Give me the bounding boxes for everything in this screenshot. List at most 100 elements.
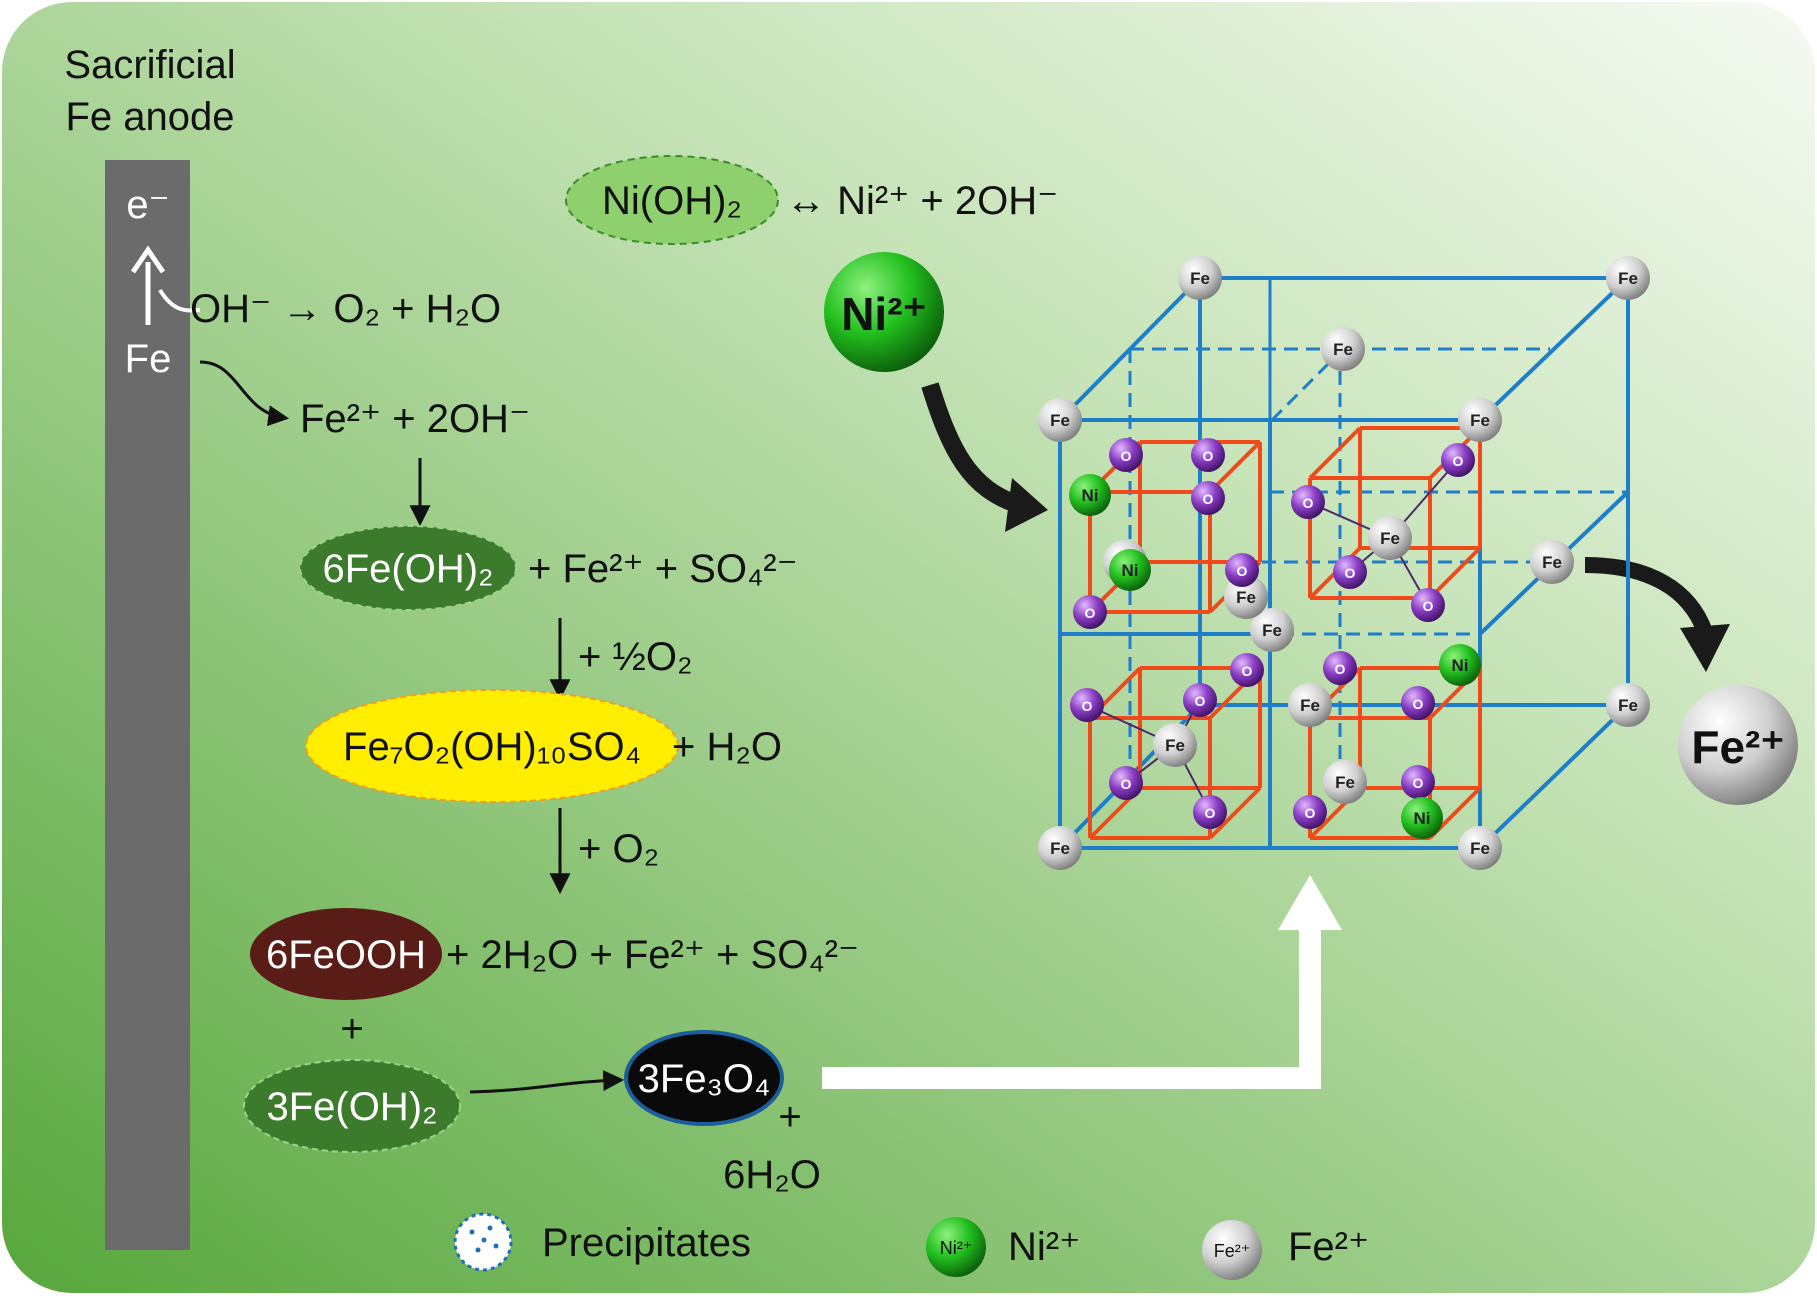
o-atom <box>1293 795 1327 829</box>
anode-fe-label: Fe <box>125 337 172 381</box>
ni-atom-label: Ni <box>1414 809 1431 828</box>
fe-atom-label: Fe <box>1262 621 1282 640</box>
legend-fe-symbol: Fe²⁺ <box>1214 1241 1251 1261</box>
equilibrium-rest: ↔ Ni²⁺ + 2OH⁻ <box>786 179 1058 223</box>
fe-atom-label: Fe <box>1050 411 1070 430</box>
step3-rest: + 2H₂O + Fe²⁺ + SO₄²⁻ <box>446 933 859 977</box>
o-atom <box>1070 688 1104 722</box>
ni-ion-label: Ni²⁺ <box>841 288 927 340</box>
o-atom <box>1183 683 1217 717</box>
fe-atom <box>1250 608 1294 652</box>
o-atom <box>1193 795 1227 829</box>
o-atom <box>1411 588 1445 622</box>
o-atom-label: O <box>1085 605 1096 621</box>
red-subcube-edge <box>1308 426 1362 480</box>
fe-release-arrow <box>1584 557 1730 672</box>
anode-title-line1: Sacrificial <box>64 43 235 87</box>
dissolution-arrow <box>199 360 290 427</box>
legend: Precipitates Ni²⁺ Ni²⁺ Fe²⁺ Fe²⁺ <box>453 1212 1369 1280</box>
o-atom <box>1230 653 1264 687</box>
o-atom-label: O <box>1345 565 1356 581</box>
fe-atom <box>1038 398 1082 442</box>
o-atom-label: O <box>1121 776 1132 792</box>
fe-atom <box>1323 760 1367 804</box>
o-atom-label: O <box>1203 491 1214 507</box>
nioh2-label: Ni(OH)₂ <box>602 179 742 223</box>
product-plus: + <box>778 1095 801 1139</box>
o-atom <box>1323 651 1357 685</box>
electron-label: e⁻ <box>126 183 169 227</box>
legend-fe-icon <box>1202 1220 1262 1280</box>
o-atom-label: O <box>1195 693 1206 709</box>
o-atom-label: O <box>1303 495 1314 511</box>
feoh2-oval <box>299 525 517 611</box>
o-atom <box>1333 555 1367 589</box>
o-atom <box>1401 765 1435 799</box>
step1-rest: + Fe²⁺ + SO₄²⁻ <box>528 547 798 591</box>
fe-anode-bar <box>105 160 190 1250</box>
magnetite-label: 3Fe₃O₄ <box>638 1057 771 1101</box>
fe-atom-label: Fe <box>1333 340 1353 359</box>
o-atom-label: O <box>1121 448 1132 464</box>
ni-atom <box>1109 549 1151 591</box>
lattice-edge <box>1478 276 1630 422</box>
fe-atom-label: Fe <box>1380 529 1400 548</box>
ni-atom-label: Ni <box>1082 486 1099 505</box>
o-atom <box>1401 686 1435 720</box>
feoh2-oval-2 <box>243 1059 461 1153</box>
product-water: 6H₂O <box>723 1153 821 1197</box>
fe-atom <box>1530 540 1574 584</box>
fe-atom-label: Fe <box>1335 773 1355 792</box>
ni-atom-label: Ni <box>1452 656 1469 675</box>
anode-title-line2: Fe anode <box>65 95 234 139</box>
o-atom-label: O <box>1413 775 1424 791</box>
lattice-mid-edge <box>1270 346 1346 422</box>
lattice-edge <box>1478 703 1630 850</box>
o-atom-label: O <box>1423 598 1434 614</box>
o-atom-label: O <box>1203 448 1214 464</box>
arrow-to-magnetite <box>469 1070 625 1094</box>
fe-atom-label: Fe <box>1618 269 1638 288</box>
feooh-label: 6FeOOH <box>266 933 426 977</box>
green-rust-oval <box>305 689 679 803</box>
fe-atom-label: Fe <box>1542 553 1562 572</box>
fe-atom-label: Fe <box>1236 588 1256 607</box>
ni-atom <box>1069 474 1111 516</box>
o-atom-label: O <box>1237 563 1248 579</box>
red-subcube-edge <box>1208 440 1262 494</box>
fe-atom-label: Fe <box>1050 839 1070 858</box>
plus-sign: + <box>340 1007 363 1051</box>
electron-up-arrow <box>130 245 201 325</box>
o-atom-label: O <box>1205 805 1216 821</box>
legend-precipitates: Precipitates <box>542 1221 751 1265</box>
fe-atom-label: Fe <box>1470 839 1490 858</box>
red-subcube-edge <box>1208 786 1262 840</box>
fe-atom <box>1458 398 1502 442</box>
o-atom-label: O <box>1082 698 1093 714</box>
legend-ni-symbol: Ni²⁺ <box>940 1238 973 1258</box>
o-atom-label: O <box>1335 661 1346 677</box>
fe-atom-label: Fe <box>1618 696 1638 715</box>
fe-atom-label: Fe <box>1165 736 1185 755</box>
o-atom <box>1291 485 1325 519</box>
legend-ni-icon <box>926 1217 986 1277</box>
fe-atom <box>1321 327 1365 371</box>
fe-atom <box>1606 683 1650 727</box>
fe-ion-sphere <box>1678 685 1798 805</box>
o-atom-label: O <box>1242 663 1253 679</box>
nioh2-oval <box>565 155 779 245</box>
fe-atom <box>1458 826 1502 870</box>
fe-atom-label: Fe <box>1190 269 1210 288</box>
feoh2-label: 6Fe(OH)₂ <box>322 547 493 591</box>
green-rust-label: Fe₇O₂(OH)₁₀SO₄ <box>343 725 641 769</box>
legend-fe-label: Fe²⁺ <box>1288 1225 1369 1269</box>
spinel-lattice: FeFeFeFeFeFeFeFeFeFeFeFeFeFeFeFeOOOOOOOO… <box>1038 256 1650 870</box>
step2-arrow-label: + ½O₂ <box>578 635 692 679</box>
ni-insertion-arrow <box>921 382 1048 532</box>
fe-atom <box>1178 256 1222 300</box>
fe-atom <box>1606 256 1650 300</box>
ni-ion-sphere <box>824 252 944 372</box>
fe-atom <box>1224 575 1268 619</box>
